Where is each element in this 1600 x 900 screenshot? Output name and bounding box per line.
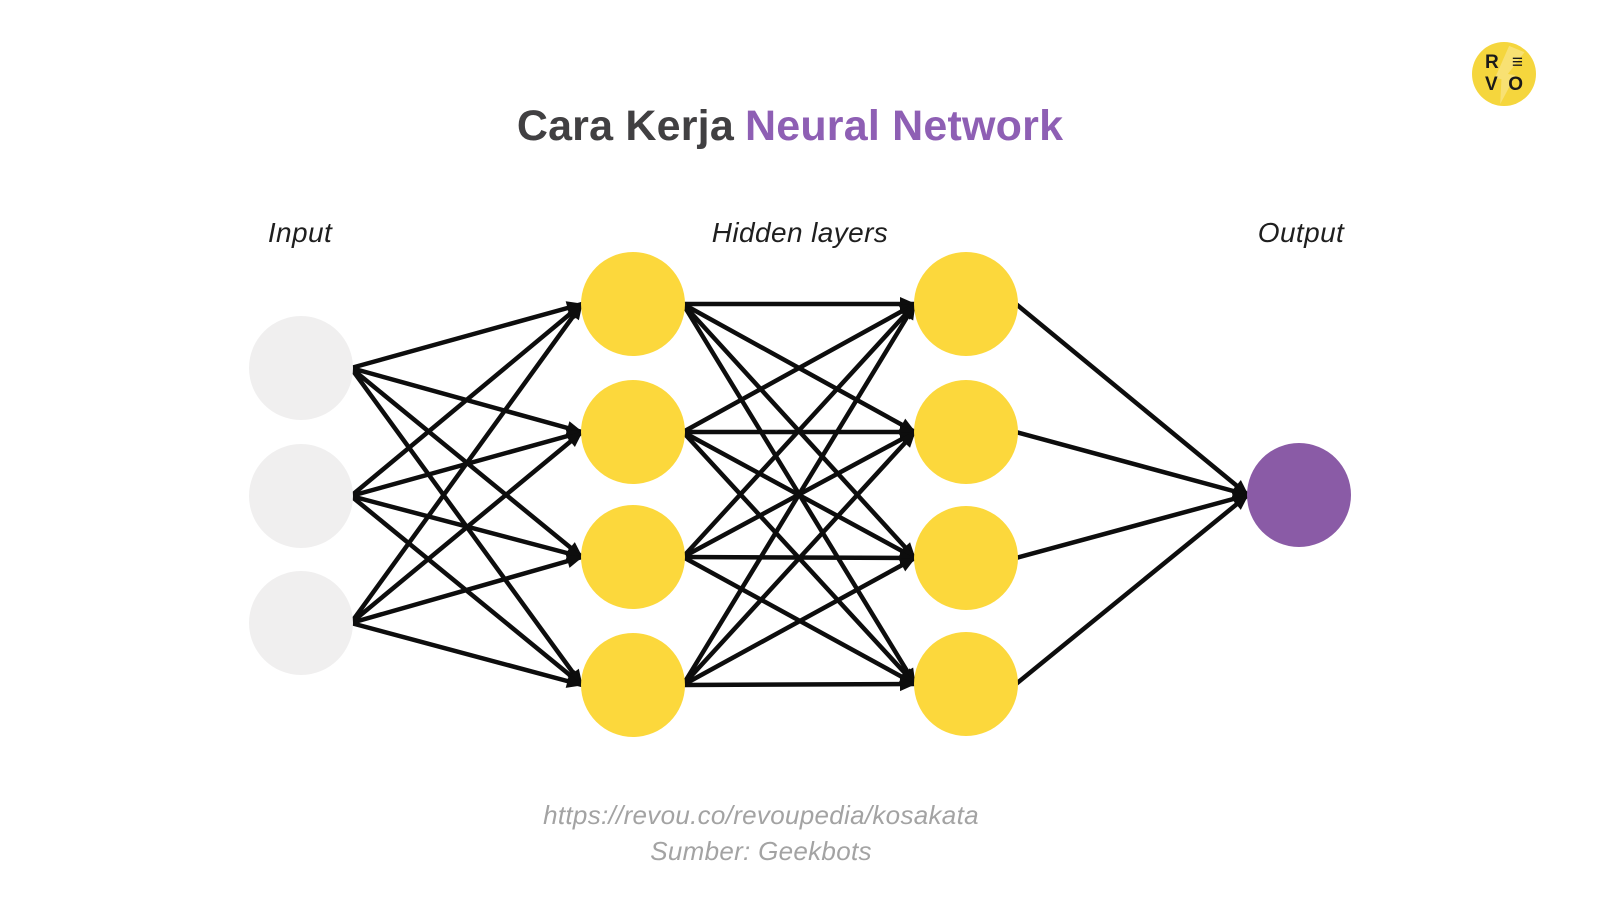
connection-arrow-hidden-2-to-output bbox=[1014, 493, 1250, 686]
hidden-2-node bbox=[914, 380, 1018, 484]
connection-arrow-input-to-hidden-1 bbox=[349, 430, 584, 625]
source-credit: Sumber: Geekbots bbox=[650, 836, 872, 866]
hidden-2-node bbox=[914, 506, 1018, 610]
logo-row-2: V O bbox=[1485, 74, 1523, 96]
revou-logo: R ≡ V O bbox=[1472, 42, 1536, 106]
connection-arrow-input-to-hidden-1 bbox=[350, 301, 583, 371]
connection-arrow-hidden-1-to-hidden-2 bbox=[681, 302, 917, 559]
connection-arrow-hidden-1-to-hidden-2 bbox=[681, 556, 917, 687]
logo-row-1: R ≡ bbox=[1485, 52, 1523, 74]
title-highlight: Neural Network bbox=[744, 102, 1064, 150]
source-url: https://revou.co/revoupedia/kosakata bbox=[543, 800, 979, 830]
connection-arrow-hidden-2-to-output bbox=[1015, 492, 1249, 561]
connection-arrow-input-to-hidden-1 bbox=[349, 302, 584, 625]
connection-arrow-input-to-hidden-1 bbox=[350, 620, 583, 688]
connection-arrow-input-to-hidden-1 bbox=[349, 302, 584, 498]
connection-arrow-hidden-1-to-hidden-2 bbox=[681, 302, 917, 687]
layer-label-output: Output bbox=[1257, 217, 1345, 248]
nodes-group bbox=[249, 252, 1351, 737]
hidden-2-node bbox=[914, 252, 1018, 356]
logo-letter-o: O bbox=[1508, 74, 1523, 95]
connection-arrow-hidden-2-to-output bbox=[1014, 302, 1250, 497]
connection-arrow-hidden-2-to-output bbox=[1015, 429, 1249, 498]
layer-label-hidden: Hidden layers bbox=[711, 217, 889, 248]
input-node bbox=[249, 316, 353, 420]
connection-arrow-input-to-hidden-1 bbox=[350, 554, 583, 626]
connections-group bbox=[349, 297, 1250, 692]
input-node bbox=[249, 571, 353, 675]
input-node bbox=[249, 444, 353, 548]
hidden-2-node bbox=[914, 632, 1018, 736]
logo-letter-e-bars-icon: ≡ bbox=[1511, 52, 1523, 73]
layer-label-input: Input bbox=[267, 217, 333, 248]
hidden-1-node bbox=[581, 633, 685, 737]
logo-letter-v: V bbox=[1485, 74, 1498, 95]
output-node bbox=[1247, 443, 1351, 547]
hidden-1-node bbox=[581, 252, 685, 356]
title-prefix: Cara Kerja bbox=[516, 102, 734, 150]
logo-letter-r: R bbox=[1485, 52, 1499, 73]
connection-arrow-hidden-1-to-hidden-2 bbox=[681, 430, 917, 687]
hidden-1-node bbox=[581, 505, 685, 609]
connection-arrow-hidden-1-to-hidden-2 bbox=[681, 302, 917, 434]
hidden-1-node bbox=[581, 380, 685, 484]
footer: https://revou.co/revoupedia/kosakata Sum… bbox=[361, 797, 1161, 869]
connection-arrow-hidden-1-to-hidden-2 bbox=[682, 677, 916, 692]
